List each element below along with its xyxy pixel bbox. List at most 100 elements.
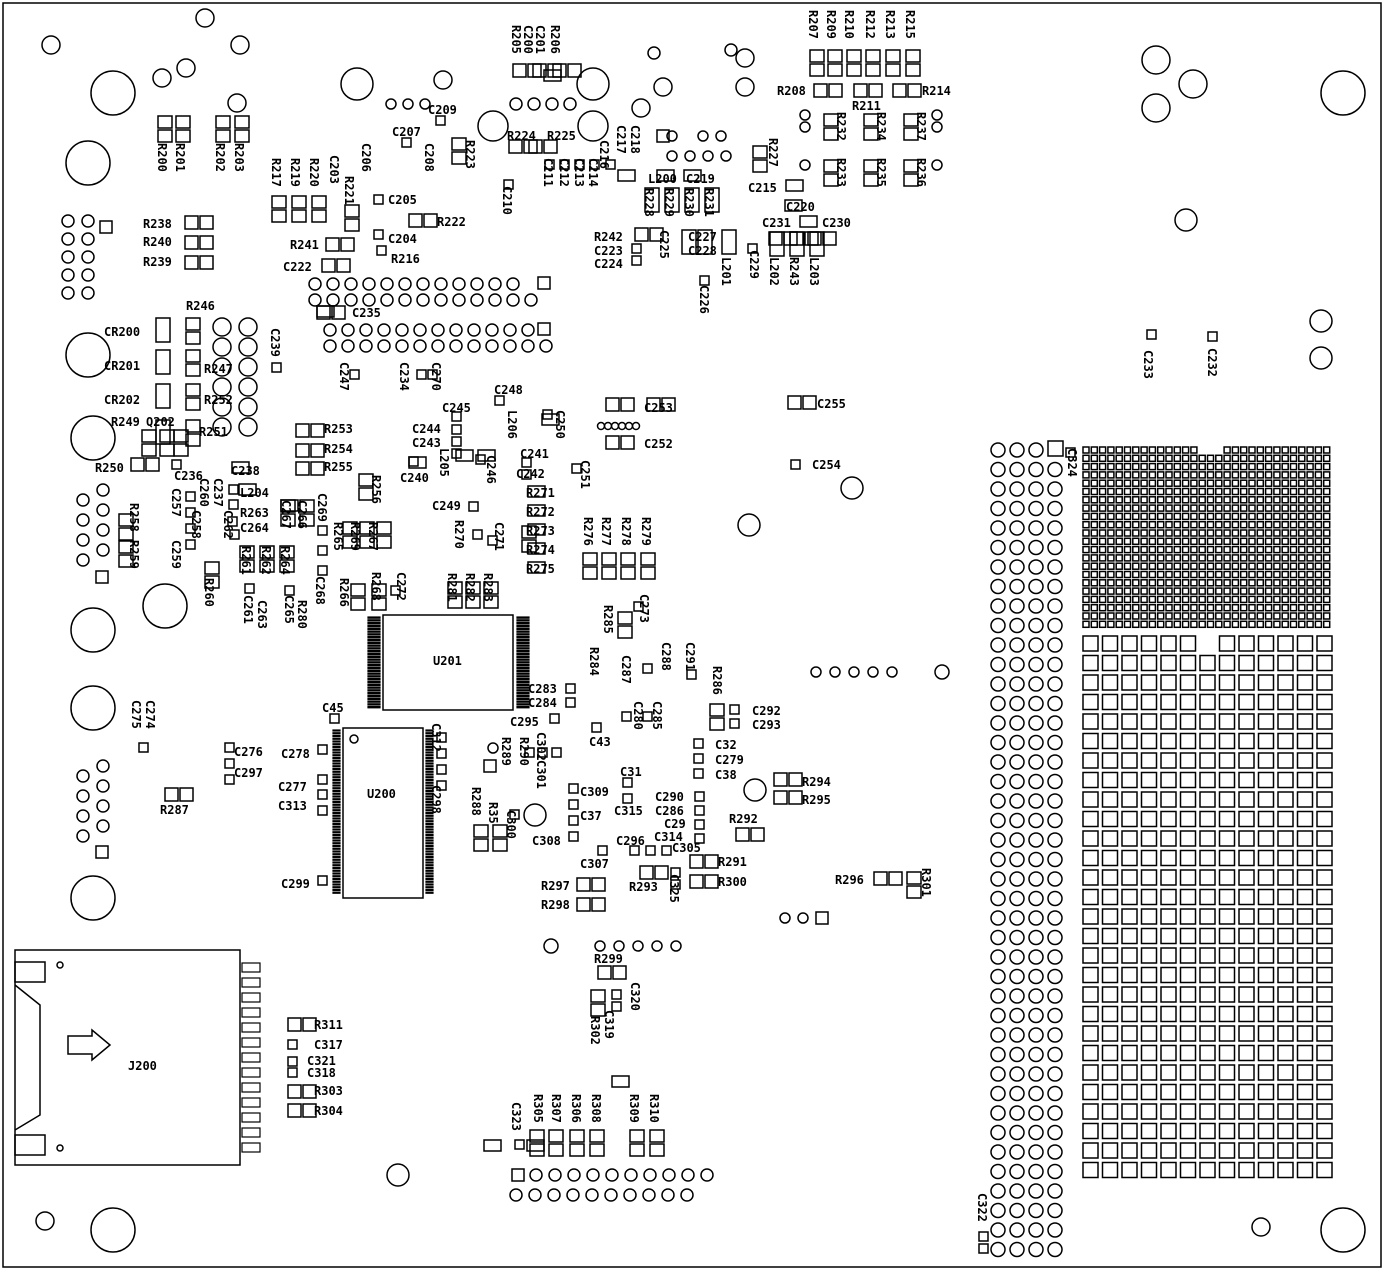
- label-c261: C261: [241, 595, 255, 624]
- smd-pad: [185, 397, 201, 411]
- header-pad: [1238, 986, 1255, 1003]
- header-pad: [1082, 830, 1099, 847]
- bga-ball: [1190, 595, 1198, 604]
- ic-pin: [332, 759, 341, 762]
- header-pin: [1009, 559, 1025, 575]
- bga-ball: [1107, 512, 1115, 521]
- header-pad: [1316, 908, 1333, 925]
- cap-pad: [617, 169, 636, 182]
- bga-ball: [1306, 554, 1314, 562]
- header-pin: [990, 715, 1006, 731]
- label-cr201: CR201: [104, 359, 140, 373]
- header-pin: [380, 277, 394, 291]
- smd-pad: [215, 129, 231, 143]
- bga-ball: [1190, 545, 1198, 554]
- label-r301: R301: [919, 868, 933, 897]
- bga-ball: [1322, 529, 1331, 537]
- bga-ball: [1165, 562, 1173, 570]
- cap-pad: [408, 456, 427, 469]
- label-r309: R309: [627, 1094, 641, 1123]
- label-r278: R278: [619, 517, 633, 546]
- header-pin: [1009, 929, 1025, 946]
- header-pin: [1009, 871, 1025, 887]
- label-c295: C295: [510, 715, 539, 729]
- bga-ball: [1256, 570, 1265, 579]
- bga-ball: [1115, 612, 1123, 620]
- bga-ball: [1314, 471, 1323, 479]
- smd-pad: [451, 151, 467, 165]
- header-pad: [1238, 1044, 1255, 1062]
- bga-ball: [1314, 479, 1323, 487]
- header-pin: [990, 656, 1006, 673]
- bga-ball: [1231, 454, 1240, 463]
- bga-ball: [1281, 496, 1289, 504]
- bga-ball: [1115, 579, 1123, 587]
- bga-ball: [1115, 479, 1123, 487]
- bga-ball: [1223, 496, 1231, 504]
- header-pad: [1160, 986, 1177, 1003]
- smd-pad: [157, 115, 173, 129]
- header-pad: [1160, 693, 1177, 711]
- bga-ball: [1289, 562, 1298, 570]
- header-pin: [1047, 1046, 1063, 1063]
- mounting-hole: [65, 140, 111, 186]
- label-r202: R202: [213, 143, 227, 172]
- small-pad: [427, 369, 438, 380]
- header-pin: [1009, 1202, 1025, 1219]
- bga-ball: [1098, 562, 1107, 570]
- header-pad: [1296, 1122, 1314, 1140]
- bga-ball: [1298, 537, 1306, 546]
- bga-ball: [1156, 587, 1165, 595]
- header-pin: [1047, 1027, 1063, 1043]
- bga-ball: [1090, 562, 1099, 570]
- header-pad: [1277, 1005, 1294, 1023]
- bga-ball: [1098, 512, 1107, 521]
- header-pad: [1140, 966, 1158, 984]
- smd-pad: [634, 227, 649, 242]
- ic-pin: [332, 781, 341, 784]
- bga-ball: [1115, 595, 1123, 604]
- bga-ball: [1306, 479, 1314, 487]
- via: [666, 130, 678, 142]
- smd-pad: [823, 173, 839, 187]
- header-pin: [1047, 929, 1063, 946]
- header-pad: [1101, 1161, 1119, 1179]
- bga-ball: [1165, 620, 1173, 629]
- u200-pins-right: [332, 729, 434, 894]
- header-pin: [1028, 1085, 1044, 1102]
- bga-ball: [1239, 496, 1248, 504]
- bga-ball: [1165, 570, 1173, 579]
- bga-ball: [1132, 545, 1140, 554]
- smd-pad: [350, 597, 366, 611]
- bga-ball: [1215, 504, 1223, 512]
- bga-ball: [1281, 454, 1289, 463]
- header-pin: [990, 871, 1006, 887]
- bga-ball: [1132, 620, 1140, 629]
- bga-ball: [1306, 446, 1314, 454]
- pin1-pad: [537, 322, 551, 336]
- smd-pad: [465, 595, 481, 609]
- bga-ball: [1107, 504, 1115, 512]
- bga-ball: [1306, 570, 1314, 579]
- via: [527, 97, 541, 111]
- bga-ball: [1098, 595, 1107, 604]
- bga-ball: [1123, 612, 1132, 620]
- bga-ball: [1322, 579, 1331, 587]
- label-c213: C213: [572, 158, 586, 187]
- smd-pad: [311, 209, 327, 223]
- header-pad: [1296, 791, 1314, 808]
- bga-ball: [1206, 487, 1215, 496]
- mounting-hole: [577, 110, 609, 142]
- bga-ball: [1239, 512, 1248, 521]
- bga-ball: [1273, 504, 1281, 512]
- header-pin: [990, 598, 1006, 614]
- bga-ball: [1231, 579, 1240, 587]
- header-pad: [1082, 888, 1099, 906]
- smd-pad: [344, 204, 360, 218]
- label-c320: C320: [628, 982, 642, 1011]
- header-pin: [1047, 539, 1063, 556]
- ic-pin: [516, 661, 530, 664]
- bga-ball: [1306, 496, 1314, 504]
- smd-pad: [863, 113, 879, 127]
- bga-ball: [1173, 587, 1182, 595]
